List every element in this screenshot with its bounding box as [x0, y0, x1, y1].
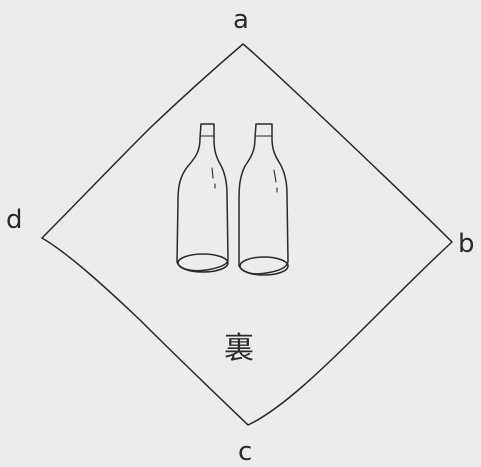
corner-label-d: d [6, 205, 23, 235]
corner-label-c: c [238, 437, 252, 467]
corner-label-b: b [458, 229, 475, 259]
back-side-label: 裏 [224, 331, 254, 366]
corner-label-a: a [233, 5, 249, 35]
